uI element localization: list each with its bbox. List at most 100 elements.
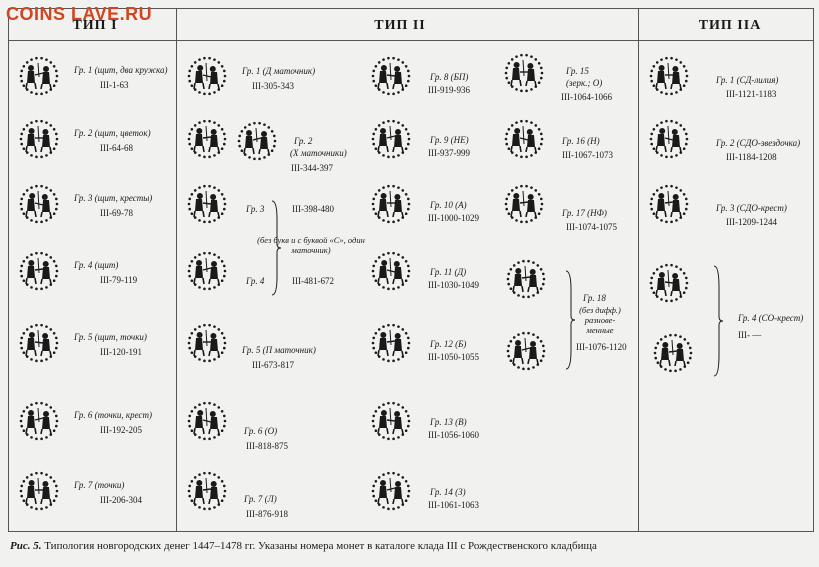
coin-image (370, 322, 412, 364)
coin-image (503, 118, 545, 160)
coin-image (652, 332, 694, 374)
figure-caption: Рис. 5. Типология новгородских денег 144… (10, 540, 597, 552)
catalog-number: III-1030-1049 (428, 280, 479, 290)
coin-image (236, 120, 278, 162)
header-type-2a: ТИП IIA (698, 18, 762, 33)
catalog-number: III-1184-1208 (726, 152, 777, 162)
group-label: Гр. 7 (Л) (244, 494, 277, 504)
coin-image (505, 258, 547, 300)
catalog-number: III-1064-1066 (561, 92, 612, 102)
coin-image (370, 183, 412, 225)
coin-image (18, 400, 60, 442)
table-frame (8, 8, 814, 532)
group-label-note: (зерк.; О) (566, 78, 603, 88)
group-label: Гр. 5 (щит, точки) (74, 332, 147, 342)
group-label: Гр. 2 (294, 136, 313, 146)
catalog-number: III-1121-1183 (726, 89, 777, 99)
catalog-number: III-1061-1063 (428, 500, 479, 510)
catalog-number: III-344-397 (291, 163, 333, 173)
coin-image (186, 55, 228, 97)
catalog-number: III-481-672 (292, 276, 334, 286)
coin-image (370, 55, 412, 97)
group-label: Гр. 2 (СДО-звездочка) (716, 138, 801, 148)
group-label: Гр. 4 (246, 276, 265, 286)
group-label: Гр. 1 (СД-лилия) (716, 75, 779, 85)
catalog-number: III-1000-1029 (428, 213, 479, 223)
group-label: Гр. 8 (БП) (430, 72, 469, 82)
catalog-number: III-206-304 (100, 495, 142, 505)
catalog-number: III-398-480 (292, 204, 334, 214)
catalog-number: III-1050-1055 (428, 352, 479, 362)
brace-groups-3-4 (271, 200, 282, 296)
group-label: Гр. 11 (Д) (430, 267, 467, 277)
coin-image (18, 183, 60, 225)
coin-image (186, 470, 228, 512)
group-18-note: (без дифф.) разнове-менные (579, 305, 621, 335)
coin-image (18, 322, 60, 364)
group-label: Гр. 1 (щит, два кружка) (74, 65, 168, 75)
coin-image (503, 52, 545, 94)
group-label: Гр. 10 (А) (430, 200, 467, 210)
column-divider-1 (176, 8, 177, 532)
column-divider-2 (638, 8, 639, 532)
coin-image (186, 250, 228, 292)
group-label: Гр. 7 (точки) (74, 480, 125, 490)
group-label: Гр. 4 (СО-крест) (738, 313, 804, 323)
coin-image (648, 262, 690, 304)
catalog-number: III-305-343 (252, 81, 294, 91)
group-label: Гр. 5 (П маточник) (242, 345, 316, 355)
group-label: Гр. 12 (Б) (430, 339, 467, 349)
group-label: Гр. 3 (СДО-крест) (716, 203, 787, 213)
catalog-number: III-120-191 (100, 347, 142, 357)
group-label: Гр. 13 (В) (430, 417, 467, 427)
group-label: Гр. 4 (щит) (74, 260, 119, 270)
group-18-number: III-1076-1120 (576, 342, 627, 352)
brace-group-4-iia (713, 265, 724, 377)
coin-image (18, 118, 60, 160)
coin-image (186, 183, 228, 225)
coin-image (370, 400, 412, 442)
group-label: Гр. 3 (246, 204, 265, 214)
coin-image (370, 118, 412, 160)
group-label: Гр. 6 (О) (244, 426, 278, 436)
coin-image (18, 55, 60, 97)
catalog-number: III-64-68 (100, 143, 133, 153)
catalog-number: III-1074-1075 (566, 222, 617, 232)
catalog-number: III-1209-1244 (726, 217, 777, 227)
group-label: Гр. 17 (НФ) (562, 208, 607, 218)
catalog-number: III-919-936 (428, 85, 470, 95)
coin-image (186, 118, 228, 160)
caption-text: Типология новгородских денег 1447–1478 г… (41, 540, 597, 552)
coin-image (186, 400, 228, 442)
catalog-number: III-1-63 (100, 80, 129, 90)
catalog-number: III- — (738, 330, 762, 340)
group-label: Гр. 6 (точки, крест) (74, 410, 152, 420)
catalog-number: III-818-875 (246, 441, 288, 451)
catalog-number: III-937-999 (428, 148, 470, 158)
coin-image (648, 118, 690, 160)
catalog-number: III-69-78 (100, 208, 133, 218)
group-label: Гр. 15 (566, 66, 589, 76)
header-type-1: ТИП I (72, 18, 118, 33)
coin-image (370, 470, 412, 512)
catalog-number: III-79-119 (100, 275, 138, 285)
caption-figure-number: Рис. 5. (10, 540, 42, 552)
group-label: Гр. 9 (НЕ) (430, 135, 469, 145)
group-label: Гр. 3 (щит, кресты) (74, 193, 153, 203)
catalog-number: III-876-918 (246, 509, 288, 519)
group-3-4-note: (без букв и с буквой «С», один маточник) (257, 235, 365, 255)
coin-image (18, 470, 60, 512)
coin-image (505, 330, 547, 372)
brace-group-18 (565, 270, 576, 370)
catalog-number: III-192-205 (100, 425, 142, 435)
catalog-number: III-1067-1073 (562, 150, 613, 160)
header-type-2: ТИП II (374, 18, 426, 33)
site-watermark: COINS LAVE.RU (6, 4, 153, 24)
coin-image (648, 55, 690, 97)
coin-image (370, 250, 412, 292)
group-label: Гр. 16 (Н) (562, 136, 600, 146)
header-divider (8, 40, 814, 41)
group-label: Гр. 2 (щит, цветок) (74, 128, 151, 138)
group-label: Гр. 1 (Д маточник) (242, 66, 316, 76)
